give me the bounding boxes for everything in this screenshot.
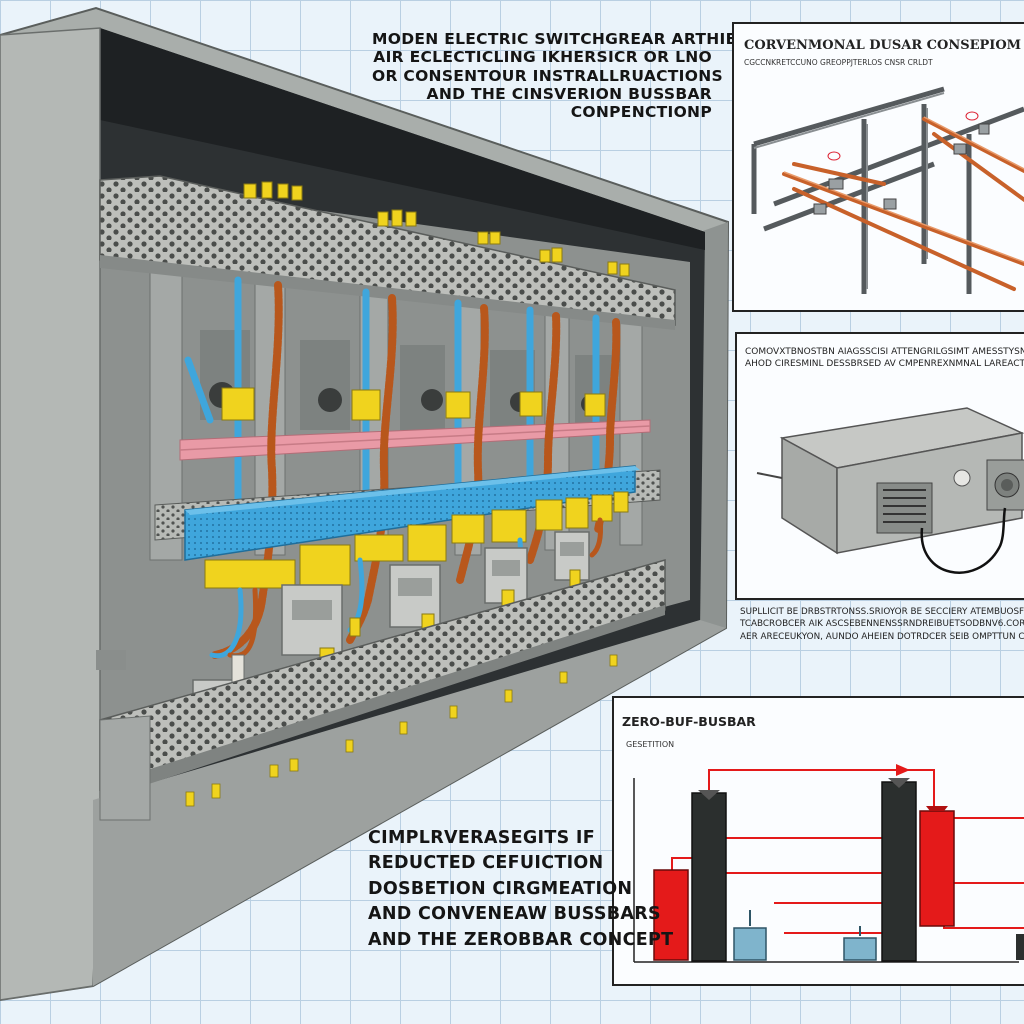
- main-caption-line: CONPENCTIONP: [570, 103, 712, 122]
- bottom-caption-line: AND THE ZEROBBAR CONCEPT: [368, 929, 674, 950]
- zero-busbar-drawing: [633, 764, 1024, 963]
- device-drawing: [756, 407, 1024, 574]
- pink-busbar: [179, 419, 651, 461]
- side-note-line: AER ARECEUKYON, AUNDO AHEIEN DOTRDCER SE…: [740, 631, 1024, 642]
- side-note-line: SUPLLICIT BE DRBSTRTONSS.SRIOYOR BE SECC…: [740, 607, 1024, 617]
- bottom-caption-line: CIMPLRVERASEGITS IF: [368, 828, 595, 848]
- lower-terminals: [185, 654, 618, 807]
- zero-busbar-panel: ZERO-BUF-BUSBAR GESETITION: [612, 696, 1024, 986]
- main-caption: MODEN ELECTRIC SWITCHGREAR ARTHIER AIR E…: [372, 30, 749, 122]
- conventional-busbar-drawing: [751, 86, 1024, 294]
- main-caption-line: OR CONSENTOUR INSTRALLRUACTIONS: [372, 66, 723, 85]
- device-description-line: COMOVXTBNOSTBN AIAGSSCISI ATTENGRILGSIMT…: [745, 347, 1024, 357]
- cabinet-side-wall: [700, 222, 728, 630]
- main-caption-line: AIR ECLECTICLING IKHERSICR OR LNO: [373, 48, 712, 67]
- panel-subtitle: GESETITION: [626, 740, 675, 749]
- bottom-caption: CIMPLRVERASEGITS IF REDUCTED CEFUICTION …: [368, 826, 674, 953]
- main-caption-line: AND THE CINSVERION BUSSBAR: [426, 84, 712, 103]
- device-description: COMOVXTBNOSTBN AIAGSSCISI ATTENGRILGSIMT…: [745, 346, 1024, 370]
- bottom-caption-line: REDUCTED CEFUICTION: [368, 853, 604, 874]
- conventional-busbar-panel: CORVENMONAL DUSAR CONSEPIOM CGCCNKRETCCU…: [732, 22, 1024, 312]
- bottom-caption-line: DOSBETION CIRGMEATION: [368, 878, 633, 899]
- blue-busbar: [184, 465, 640, 561]
- device-description-line: AHOD CIRESMINL DESSBRSED AV CMPENREXNMNA…: [745, 359, 1024, 370]
- top-terminals: [243, 181, 630, 277]
- bottom-caption-line: AND CONVENEAW BUSSBARS: [368, 904, 661, 925]
- panel-subtitle: CGCCNKRETCCUNO GREOPPJTERLOS CNSR CRLDT: [744, 58, 933, 67]
- main-caption-line: MODEN ELECTRIC SWITCHGREAR ARTHIER: [372, 30, 749, 48]
- side-note: SUPLLICIT BE DRBSTRTONSS.SRIOYOR BE SECC…: [740, 606, 1024, 643]
- side-note-line: TCABCROBCER AIK ASCSEBENNENSSRNDREIBUETS…: [740, 619, 1024, 630]
- panel-title: CORVENMONAL DUSAR CONSEPIOM: [744, 38, 1022, 53]
- device-panel: COMOVXTBNOSTBN AIAGSSCISI ATTENGRILGSIMT…: [735, 332, 1024, 600]
- panel-title: ZERO-BUF-BUSBAR: [622, 714, 756, 729]
- middle-connectors: [204, 491, 629, 589]
